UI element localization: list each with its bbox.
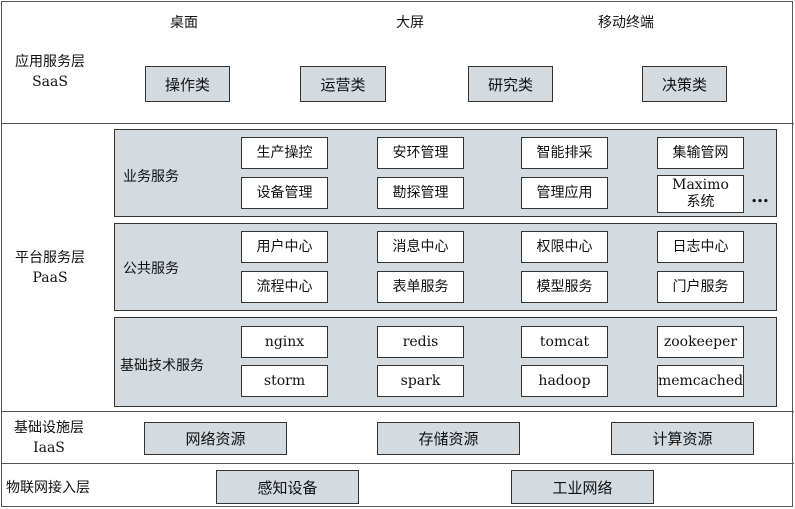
- paas-layer-label: 平台服务层 PaaS: [6, 248, 94, 288]
- divider-saas-paas: [1, 123, 794, 124]
- service-box: 安环管理: [377, 137, 464, 169]
- service-box: 流程中心: [241, 271, 328, 303]
- iot-box-industrial-network: 工业网络: [511, 470, 654, 504]
- tech-services-title: 基础技术服务: [120, 358, 204, 374]
- service-box: 集输管网: [657, 137, 744, 169]
- service-box: 管理应用: [521, 177, 608, 209]
- header-desktop: 桌面: [170, 15, 198, 31]
- divider-paas-iaas: [1, 411, 794, 412]
- service-box: 日志中心: [657, 231, 744, 263]
- iaas-layer-label: 基础设施层 IaaS: [4, 418, 94, 458]
- header-mobile: 移动终端: [598, 15, 654, 31]
- header-big-screen: 大屏: [396, 15, 424, 31]
- service-box: 权限中心: [521, 231, 608, 263]
- tech-services-panel: 基础技术服务 nginx redis tomcat zookeeper stor…: [114, 317, 777, 407]
- iaas-box-storage: 存储资源: [377, 422, 520, 455]
- service-box: 设备管理: [241, 177, 328, 209]
- saas-box-research: 研究类: [468, 66, 553, 102]
- iot-box-sensing: 感知设备: [216, 470, 359, 504]
- paas-label-cn: 平台服务层: [15, 250, 85, 266]
- service-box: 勘探管理: [377, 177, 464, 209]
- iaas-label-cn: 基础设施层: [14, 420, 84, 436]
- common-services-panel: 公共服务 用户中心 消息中心 权限中心 日志中心 流程中心 表单服务 模型服务 …: [114, 223, 777, 311]
- service-box: 生产操控: [241, 137, 328, 169]
- service-box: 用户中心: [241, 231, 328, 263]
- iaas-box-compute: 计算资源: [611, 422, 754, 455]
- service-box: tomcat: [521, 326, 608, 358]
- service-box: storm: [241, 365, 328, 397]
- saas-label-en: SaaS: [32, 74, 68, 90]
- service-box: hadoop: [521, 365, 608, 397]
- common-services-title: 公共服务: [123, 261, 179, 277]
- iaas-box-network: 网络资源: [144, 422, 287, 455]
- business-services-title: 业务服务: [123, 169, 179, 185]
- service-box: 消息中心: [377, 231, 464, 263]
- service-box-maximo: Maximo 系统: [657, 175, 744, 213]
- saas-box-decision: 决策类: [642, 66, 727, 102]
- saas-layer-label: 应用服务层 SaaS: [6, 52, 94, 92]
- service-box: redis: [377, 326, 464, 358]
- saas-label-cn: 应用服务层: [15, 54, 85, 70]
- saas-box-operation: 操作类: [145, 66, 230, 102]
- service-box: 模型服务: [521, 271, 608, 303]
- divider-iaas-iot: [1, 463, 794, 464]
- service-box: memcached: [657, 365, 744, 397]
- service-box: 表单服务: [377, 271, 464, 303]
- service-box: spark: [377, 365, 464, 397]
- service-box: nginx: [241, 326, 328, 358]
- business-services-panel: 业务服务 生产操控 安环管理 智能排采 集输管网 设备管理 勘探管理 管理应用 …: [114, 129, 777, 217]
- service-box: zookeeper: [657, 326, 744, 358]
- service-box: 门户服务: [657, 271, 744, 303]
- service-box: 智能排采: [521, 137, 608, 169]
- more-ellipsis: …: [751, 186, 770, 207]
- paas-label-en: PaaS: [32, 270, 68, 286]
- iot-layer-label: 物联网接入层: [6, 480, 90, 496]
- iaas-label-en: IaaS: [33, 440, 65, 456]
- saas-box-operations-mgmt: 运营类: [300, 66, 386, 102]
